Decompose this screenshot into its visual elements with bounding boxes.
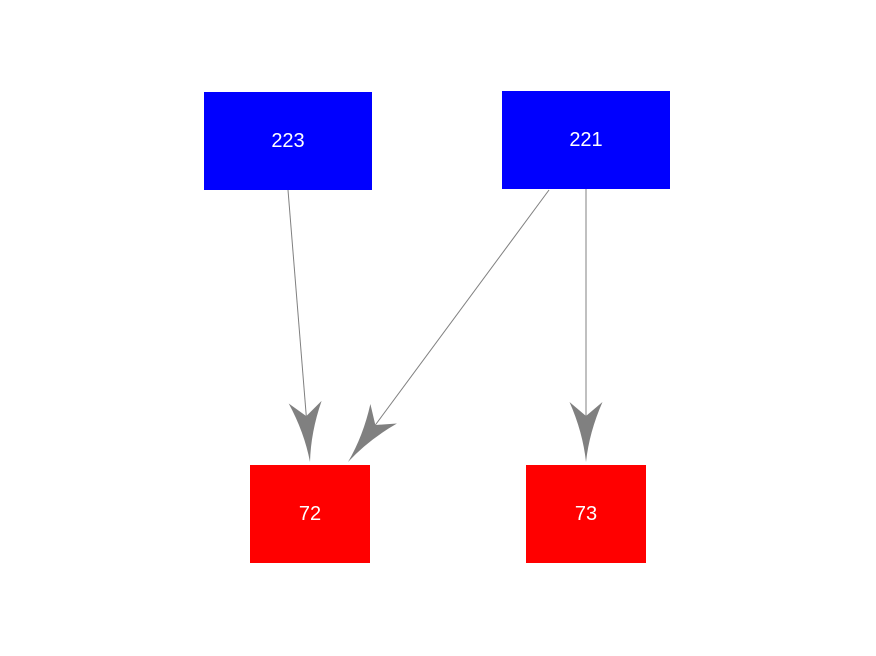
node-72-label: 72: [298, 503, 322, 525]
node-73-label: 73: [574, 503, 598, 525]
edge-line-223-72: [287, 189, 307, 417]
node-223: 223: [204, 92, 372, 190]
arrowhead-221-73: [569, 402, 603, 462]
node-72: 72: [250, 465, 370, 563]
node-223-label: 223: [271, 130, 305, 152]
arrowhead-221-72: [348, 403, 397, 462]
node-221-label: 221: [569, 129, 603, 151]
arrowhead-223-72: [288, 400, 322, 462]
edge-line-221-72: [374, 189, 550, 426]
node-221: 221: [502, 91, 670, 189]
node-73: 73: [526, 465, 646, 563]
